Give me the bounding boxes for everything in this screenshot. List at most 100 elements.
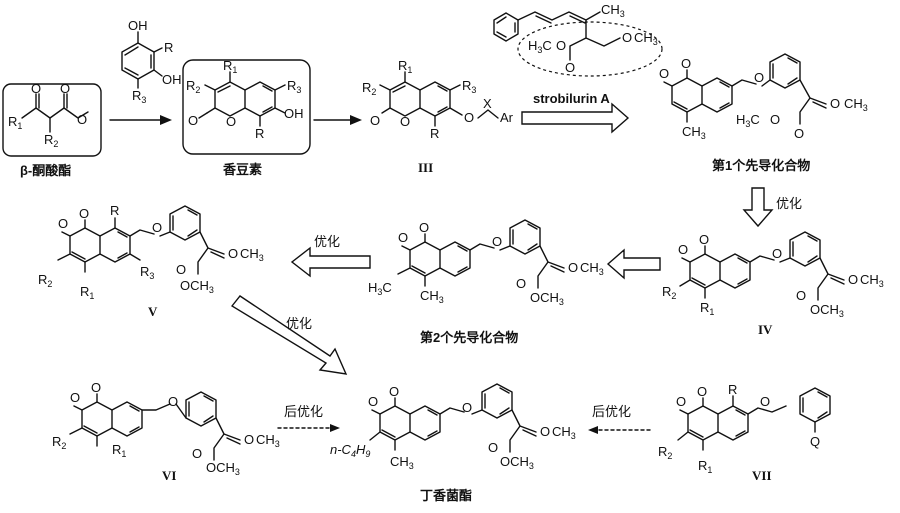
product-och3: OCH3 [500,454,534,471]
arrow-vii-head [588,426,598,434]
v-r1: R1 [80,284,94,301]
iii-ether-o: O [464,110,474,125]
vi-ring-o: O [91,380,101,395]
iv-ether-o: O [772,246,782,261]
ester-o: O [60,81,70,96]
lead-compound-2-structure: O O O H3C CH3 O OCH3 O CH3 [368,219,604,307]
iv-ring-o: O [699,232,709,247]
product-butyl: n-C4H9 [330,442,370,459]
ketone-o: O [31,81,41,96]
compound-iii-structure: R1 R2 R3 O O O X Ar R [362,58,514,141]
compound-vi-structure: O O O R2 R1 O OCH3 O CH3 [52,380,280,477]
product-ether-o: O [462,400,472,415]
product-ch3b: CH3 [552,424,576,441]
lead-compound-2-caption: 第2个先导化合物 [420,330,518,345]
arrow-lead2-to-v-label: 优化 [314,234,340,249]
compound-v-structure: O O R O R2 R1 R3 O OCH3 O CH3 [38,203,264,301]
strob-o2: O [565,60,575,75]
vii-q: Q [810,434,820,449]
coumarin-structure: R1 R2 R3 O O OH R [182,58,311,155]
iii-ar: Ar [500,110,514,125]
lead2-h3c: H3C [368,280,392,297]
product-structure: O O O n-C4H9 CH3 O OCH3 O CH3 [330,383,576,471]
vii-ring-o: O [697,384,707,399]
iii-r: R [430,126,439,141]
lead2-ring-o: O [419,220,429,235]
resorcinol-structure: OH R OH R3 [121,18,182,105]
lead2-och3: OCH3 [530,290,564,307]
strob-ch3-top: CH3 [601,2,625,19]
product-o3: O [540,424,550,439]
iv-och3: OCH3 [810,302,844,319]
iv-o3: O [848,272,858,287]
arrow-v-to-product-label: 优化 [286,316,312,331]
lead1-o1: O [770,112,780,127]
iv-r1: R1 [700,300,714,317]
arrow-lead2-to-v [290,246,371,278]
v-ether-o: O [152,220,162,235]
coumarin-ring-o: O [226,114,236,129]
coumarin-r3: R3 [287,78,301,95]
product-ch3: CH3 [390,454,414,471]
arrow-v-to-product [230,295,348,375]
arrow-optimize-down-label: 优化 [776,196,802,211]
iii-r2: R2 [362,80,376,97]
v-r2: R2 [38,272,52,289]
lead2-o1: O [516,276,526,291]
resorcinol-oh2: OH [162,72,182,87]
vi-ether-o: O [168,394,178,409]
beta-ketoester-caption: β-酮酸酯 [20,163,71,178]
v-o1: O [176,262,186,277]
beta-ketoester-structure: O O O R1 R2 [2,81,102,157]
strob-o1: O [556,38,566,53]
coumarin-carbonyl-o: O [188,113,198,128]
vi-r1: R1 [112,442,126,459]
ester-o2: O [77,112,87,127]
v-ring-o: O [79,206,89,221]
vi-och3: OCH3 [206,460,240,477]
vi-r2: R2 [52,434,66,451]
lead2-ether-o: O [492,234,502,249]
product-ring-o: O [389,384,399,399]
r1-label: R1 [8,114,22,131]
arrow-1-head [160,115,172,125]
coumarin-r: R [255,126,264,141]
arrow-vi-label: 后优化 [284,404,323,419]
v-r3: R3 [140,264,154,281]
vii-r1: R1 [698,458,712,475]
arrow-vii-label: 后优化 [592,404,631,419]
coumarin-r2: R2 [186,78,200,95]
r2-label: R2 [44,132,58,149]
v-och3: OCH3 [180,278,214,295]
iii-r1: R1 [398,58,412,75]
vi-o3: O [244,432,254,447]
coumarin-r1: R1 [223,58,237,75]
vii-r: R [728,382,737,397]
compound-vii-label: VII [752,468,772,483]
pharmacophore-ellipse [517,21,663,77]
coumarin-oh: OH [284,106,304,121]
compound-vii-structure: O O R O R2 R1 Q [658,382,831,475]
iv-carbonyl-o: O [678,242,688,257]
arrow-optimize-down [742,187,774,228]
strob-h3c: H3C [528,38,552,55]
iii-r3: R3 [462,78,476,95]
iv-o1: O [796,288,806,303]
product-caption: 丁香菌酯 [420,488,472,503]
lead-compound-1-caption: 第1个先导化合物 [712,158,810,173]
v-ch3: CH3 [240,246,264,263]
lead1-carbonyl-o: O [659,66,669,81]
lead1-h3c: H3C [736,112,760,129]
coumarin-caption: 香豆素 [222,162,262,177]
v-o3: O [228,246,238,261]
iii-x: X [483,96,492,111]
vii-ether-o: O [760,394,770,409]
resorcinol-oh1: OH [128,18,148,33]
arrow-2-head [350,115,362,125]
lead2-ch3b: CH3 [580,260,604,277]
lead1-ring-o: O [681,56,691,71]
coumarin-box [182,59,311,155]
strob-ch3: CH3 [634,30,658,47]
